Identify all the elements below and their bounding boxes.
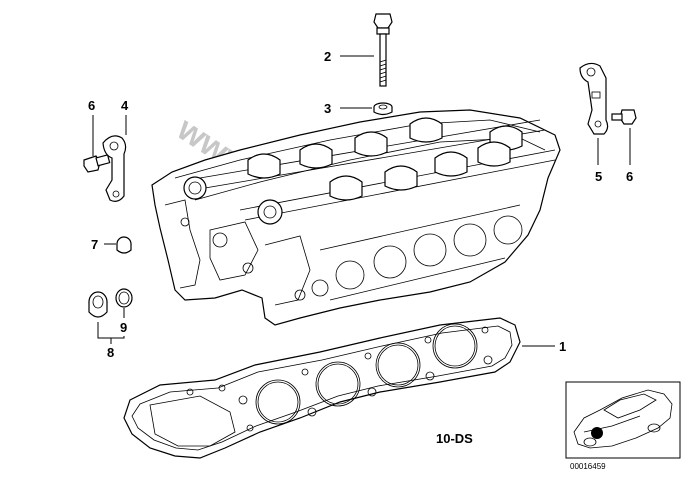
cam-caps-exhaust <box>329 141 511 201</box>
callout-6-left: 6 <box>88 98 95 113</box>
o-ring[interactable] <box>115 288 133 308</box>
location-thumbnail: 00016459 <box>565 381 681 471</box>
lifting-bracket-left[interactable] <box>102 135 127 202</box>
shaft-seal[interactable] <box>88 291 108 318</box>
lifting-bracket-right[interactable] <box>579 62 609 135</box>
head-gasket[interactable] <box>123 317 521 459</box>
callout-9: 9 <box>120 320 127 335</box>
bolt-right[interactable] <box>611 109 637 125</box>
cylinder-head[interactable] <box>151 109 561 326</box>
callout-6-right: 6 <box>626 169 633 184</box>
callout-7: 7 <box>91 237 98 252</box>
location-marker <box>591 427 603 439</box>
reference-number: 00016459 <box>570 462 606 471</box>
cam-caps-intake <box>247 117 523 179</box>
sealing-plug[interactable] <box>116 236 132 254</box>
washer[interactable] <box>373 102 393 116</box>
callout-1: 1 <box>559 339 566 354</box>
leader-8 <box>97 322 125 344</box>
callout-8: 8 <box>107 345 114 360</box>
bolt-left[interactable] <box>83 154 111 173</box>
callout-4: 4 <box>121 98 129 113</box>
callout-3: 3 <box>324 101 331 116</box>
head-bolt[interactable] <box>373 13 393 87</box>
group-code: 10-DS <box>436 431 473 446</box>
callout-2: 2 <box>324 49 331 64</box>
side-ports <box>311 215 523 297</box>
car-outline-icon <box>573 389 673 449</box>
callout-5: 5 <box>595 169 602 184</box>
